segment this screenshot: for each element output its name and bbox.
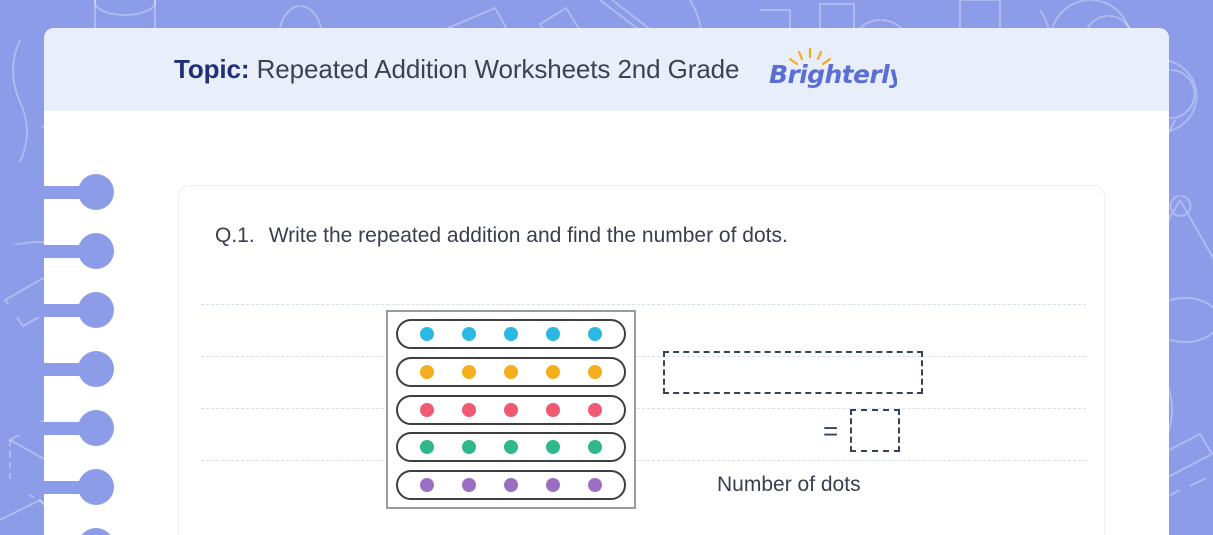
guide-line [201, 356, 1086, 357]
dot [588, 478, 602, 492]
repeated-addition-input[interactable] [663, 351, 923, 394]
dot [504, 478, 518, 492]
dot-row-amber [396, 356, 626, 387]
dot-grid [386, 310, 636, 509]
guide-line [201, 408, 1086, 409]
topic-label: Topic: [174, 54, 250, 84]
dot [462, 440, 476, 455]
worksheet-header: Topic: Repeated Addition Worksheets 2nd … [44, 28, 1169, 111]
dot-row-pink [396, 394, 626, 425]
dot-row-cyan [396, 319, 626, 349]
dot [546, 440, 560, 455]
dot [462, 327, 476, 341]
dot [504, 327, 518, 341]
logo-wordmark: Brighterly [769, 60, 897, 89]
dot [546, 478, 560, 492]
dot-row-green [396, 432, 626, 463]
dot [420, 327, 434, 341]
dot [420, 402, 434, 417]
dot [462, 364, 476, 379]
dot-row-purple [396, 470, 626, 500]
logo-sunburst-icon [789, 47, 832, 65]
dot [588, 327, 602, 341]
dot [588, 440, 602, 455]
dot [420, 478, 434, 492]
guide-line [201, 460, 1086, 461]
dot [546, 402, 560, 417]
dot [420, 440, 434, 455]
dot [504, 402, 518, 417]
dot [546, 327, 560, 341]
page-title: Topic: Repeated Addition Worksheets 2nd … [174, 54, 740, 85]
equals-sign: = [823, 415, 839, 446]
guide-line [201, 304, 1086, 305]
total-dots-input[interactable] [850, 409, 901, 452]
equals-row: = [823, 409, 901, 452]
dot [546, 364, 560, 379]
dot [588, 364, 602, 379]
question-prompt: Q.1. Write the repeated addition and find… [215, 224, 788, 248]
worksheet-sheet: Topic: Repeated Addition Worksheets 2nd … [44, 28, 1169, 535]
dot [588, 402, 602, 417]
question-number: Q.1. [215, 224, 255, 247]
question-text: Write the repeated addition and find the… [268, 224, 788, 247]
dot [462, 402, 476, 417]
dot [420, 364, 434, 379]
dot [504, 440, 518, 455]
dot [462, 478, 476, 492]
topic-value: Repeated Addition Worksheets 2nd Grade [256, 54, 740, 84]
dot [504, 364, 518, 379]
brighterly-logo[interactable]: Brighterly [769, 47, 897, 92]
number-of-dots-label: Number of dots [717, 473, 861, 496]
question-card: Q.1. Write the repeated addition and find… [178, 185, 1105, 535]
header-content: Topic: Repeated Addition Worksheets 2nd … [174, 47, 897, 92]
answer-area: = Number of dots [663, 341, 963, 501]
